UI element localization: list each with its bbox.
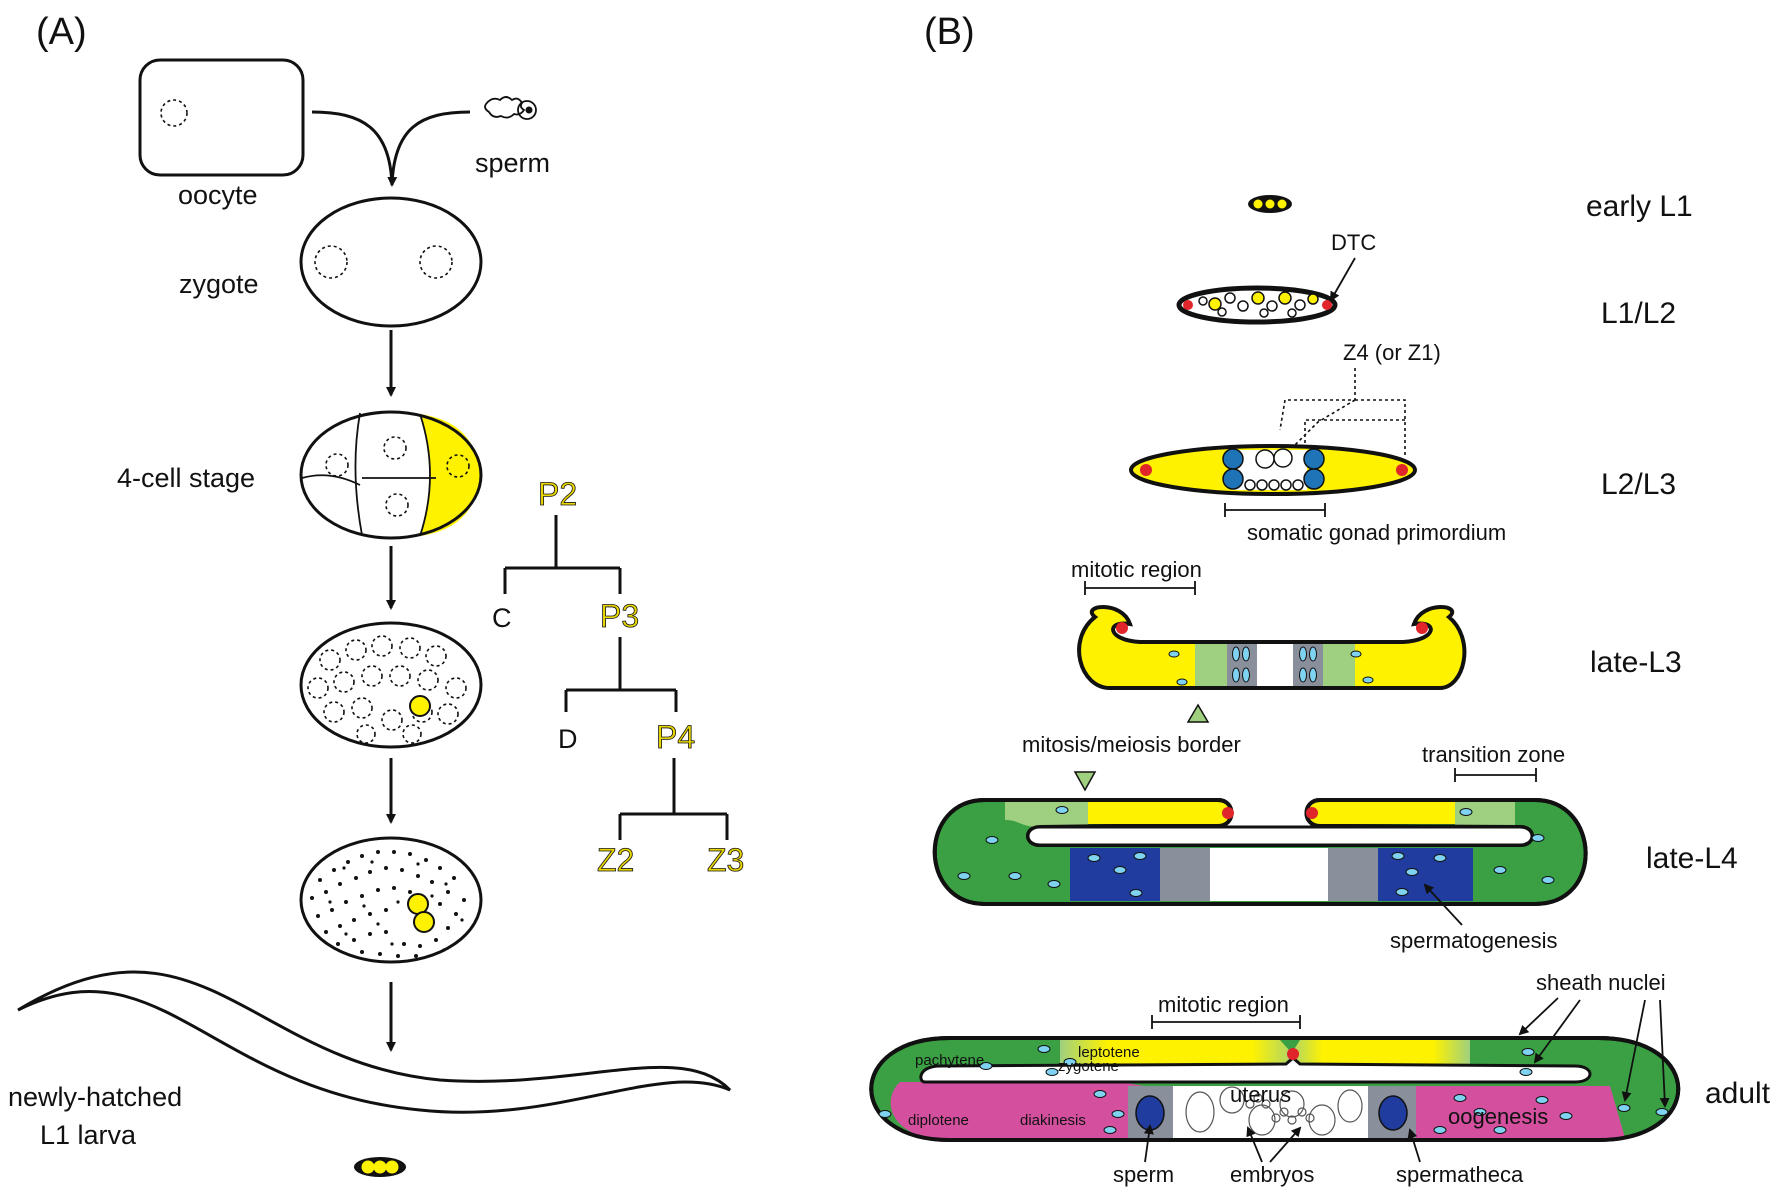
dtc-label: DTC [1331, 230, 1376, 255]
zygote-cell [299, 196, 483, 328]
sperm-to-zygote-arrow [387, 110, 471, 187]
mitotic-region-l3-label: mitotic region [1071, 557, 1202, 582]
spermatogenesis-label: spermatogenesis [1390, 928, 1558, 953]
larva-label-line2: L1 larva [40, 1120, 137, 1150]
zygotene-label: zygotene [1058, 1058, 1119, 1075]
sperm-adult-label: sperm [1113, 1162, 1174, 1187]
oogenesis-label: oogenesis [1448, 1104, 1548, 1129]
lineage-d: D [558, 724, 578, 754]
diplotene-label: diplotene [908, 1112, 969, 1129]
late-l3-gonad [1077, 605, 1467, 690]
uterus-label: uterus [1230, 1082, 1291, 1107]
stage-early-l1: early L1 [1586, 190, 1693, 223]
larva-gonad-primordium [354, 1157, 406, 1177]
pachytene-label: pachytene [915, 1052, 984, 1069]
mm-border-label: mitosis/meiosis border [1022, 732, 1241, 757]
sheath-nuclei-label: sheath nuclei [1536, 970, 1666, 995]
lineage-p2: P2 [538, 476, 577, 512]
mitotic-region-l3-bracket [1084, 581, 1196, 595]
l1-l2-gonad [1176, 285, 1338, 325]
mm-border-marker-l3 [1186, 703, 1210, 723]
late-l4-gonad [932, 798, 1588, 906]
dtc-arrow [1330, 257, 1356, 302]
stage-late-l4: late-L4 [1646, 842, 1738, 875]
lineage-z2: Z2 [597, 842, 634, 878]
stage-adult: adult [1705, 1077, 1771, 1110]
transition-zone-bracket [1454, 768, 1537, 782]
oocyte-to-zygote-curve [311, 110, 394, 186]
sheath-arrow-2 [1533, 999, 1581, 1064]
panel-a-label: (A) [36, 11, 87, 53]
mitotic-region-adult-label: mitotic region [1158, 992, 1289, 1017]
gastrula-embryo [299, 621, 483, 749]
sheath-arrow-3 [1621, 999, 1646, 1102]
sperm-head [517, 100, 537, 120]
l1-larva-body [17, 970, 732, 1114]
four-cell-label: 4-cell stage [117, 463, 255, 493]
leptotene-label: leptotene [1078, 1044, 1140, 1061]
lineage-p4: P4 [656, 719, 695, 755]
embryos-arrow-2 [1269, 1126, 1302, 1163]
stage-l2-l3: L2/L3 [1601, 468, 1676, 501]
oocyte-nucleus [160, 99, 188, 127]
lineage-z3: Z3 [707, 842, 744, 878]
p-lineage-tree: P2 C P3 D P4 Z2 Z3 [492, 476, 745, 879]
mm-border-marker-l4 [1073, 771, 1097, 792]
sheath-arrow-1 [1518, 997, 1559, 1036]
sperm-nucleus [525, 106, 533, 114]
embryos-arrow-1 [1246, 1126, 1263, 1163]
larva-label-line1: newly-hatched [8, 1082, 182, 1112]
sperm-cell [484, 96, 526, 119]
z4-label: Z4 (or Z1) [1343, 340, 1441, 365]
early-l1-gonad [1248, 195, 1292, 213]
adult-gonad [869, 1036, 1681, 1142]
four-cell-embryo [299, 410, 483, 540]
sheath-arrow-4 [1659, 999, 1670, 1108]
late-embryo [299, 836, 483, 964]
somatic-label: somatic gonad primordium [1247, 520, 1506, 545]
panel-b-label: (B) [924, 11, 975, 53]
mitotic-region-adult-bracket [1151, 1015, 1301, 1029]
sperm-label: sperm [475, 148, 550, 178]
z4-dotted-leaders [1279, 368, 1406, 460]
zygote-label: zygote [179, 269, 259, 299]
zygote-pronucleus-left [314, 245, 348, 279]
lineage-p3: P3 [600, 598, 639, 634]
zygote-pronucleus-right [419, 245, 453, 279]
somatic-bracket [1224, 503, 1326, 517]
sperm-arrow [1143, 1124, 1154, 1163]
stage-late-l3: late-L3 [1590, 646, 1682, 679]
l2-l3-gonad [1129, 444, 1417, 496]
transition-zone-label: transition zone [1422, 742, 1565, 767]
diakinesis-label: diakinesis [1020, 1112, 1086, 1129]
stage-l1-l2: L1/L2 [1601, 297, 1676, 330]
lineage-c: C [492, 603, 512, 633]
spermatogenesis-arrow [1423, 883, 1463, 926]
oocyte-cell [138, 58, 305, 177]
spermatheca-label: spermatheca [1396, 1162, 1524, 1187]
embryos-label: embryos [1230, 1162, 1314, 1187]
spermatheca-arrow [1407, 1128, 1421, 1163]
oocyte-label: oocyte [178, 180, 258, 210]
